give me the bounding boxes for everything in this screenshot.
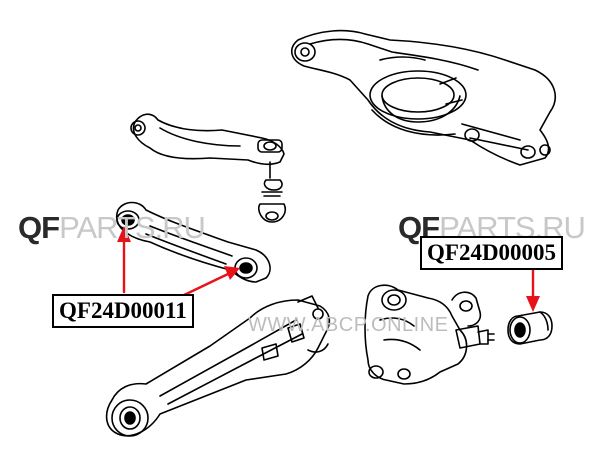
lower-lateral-link <box>115 201 271 283</box>
trailing-arm <box>105 295 331 437</box>
arrow-head-diagonal <box>224 266 240 280</box>
arrow-head-right-down <box>526 296 540 312</box>
callout-arrows <box>117 226 540 312</box>
part-number-label-right: QF24D00005 <box>420 236 564 270</box>
arrow-head-left-up <box>117 226 131 242</box>
knuckle-hub <box>364 284 495 385</box>
curved-upper-link <box>130 113 287 223</box>
url-watermark: WWW.ABCP.ONLINE <box>248 314 449 336</box>
bushing-part <box>507 311 553 345</box>
part-number-label-left: QF24D00011 <box>52 294 194 328</box>
upper-control-arm <box>291 29 556 166</box>
arrow-shaft-diagonal <box>180 272 230 298</box>
brand-watermark-left: QFPARTS.RU <box>18 210 206 245</box>
